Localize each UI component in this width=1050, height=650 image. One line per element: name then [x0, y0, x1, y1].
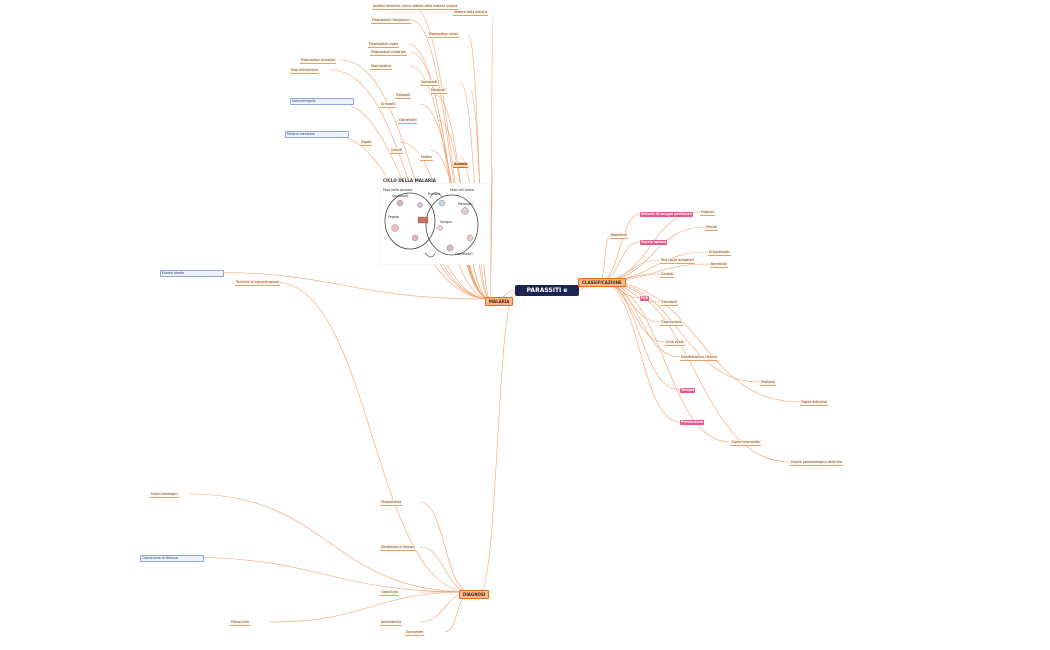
connector-line	[599, 280, 731, 443]
mindmap-node[interactable]: Ectoparassiti	[708, 250, 731, 256]
mindmap-node[interactable]: Ciclo vitale	[665, 340, 685, 346]
connector-line	[411, 5, 491, 300]
diagram-label: Gametociti	[455, 252, 473, 256]
mindmap-node[interactable]: Esame diretto	[160, 270, 224, 277]
diagram-label: Sporozoiti	[392, 194, 408, 198]
mindmap-node[interactable]: Goccia spessa	[640, 239, 668, 245]
mindmap-node[interactable]: Striscio di sangue periferico	[640, 211, 693, 217]
connector-line	[599, 280, 761, 383]
branch-malaria[interactable]: MALARIA	[485, 297, 514, 306]
connector-line	[599, 280, 681, 423]
connector-line	[419, 501, 471, 593]
connector-line	[599, 251, 709, 282]
mindmap-node[interactable]: Plasmodium malariae	[370, 50, 407, 56]
mindmap-node[interactable]: Anemia	[453, 162, 469, 168]
mindmap-node[interactable]: Sporozoiti	[420, 80, 438, 86]
mindmap-node[interactable]: Prevenzione	[680, 419, 705, 425]
mindmap-node[interactable]: Nematodi	[710, 262, 728, 268]
mindmap-node[interactable]: Plasmodium vivax	[428, 32, 460, 38]
diagram-label: Sangue	[440, 220, 452, 224]
mindmap-node[interactable]: Profilassi	[760, 380, 777, 386]
mindmap-node[interactable]: Oocisti	[390, 148, 403, 154]
connector-line	[599, 234, 611, 282]
mindmap-node[interactable]: Plasmodium falciparum	[371, 18, 411, 24]
mindmap-node[interactable]: Protozoi	[700, 210, 715, 216]
mindmap-node[interactable]: Zigote	[360, 140, 373, 146]
mindmap-node[interactable]: Clorochina	[380, 590, 399, 596]
mindmap-node[interactable]: Schizonti	[380, 102, 397, 108]
mindmap-node[interactable]: Trematodi	[660, 300, 678, 306]
mindmap-node[interactable]: Febbre	[420, 155, 433, 161]
mindmap-node[interactable]: Trasmissione	[660, 320, 683, 326]
mindmap-node[interactable]: Plasmodium knowlesi	[300, 58, 337, 64]
mindmap-node[interactable]: Esame parassitologico delle feci	[790, 460, 844, 466]
mindmap-node[interactable]: Ospite definitivo	[800, 400, 829, 406]
diagram-label: Fegato	[388, 215, 399, 219]
malaria-cycle-diagram: Fase nella zanzara Fase nell'uomoFegatoSa…	[380, 183, 485, 265]
mindmap-node[interactable]: Fase eritrocitaria	[290, 68, 319, 74]
mindmap-node[interactable]: Tecniche di concentrazione	[235, 280, 281, 286]
diagram-label: Merozoiti	[458, 202, 473, 206]
root-node[interactable]: PARASSITI e malattia	[515, 285, 579, 305]
mindmap-node[interactable]: Ospite intermedio	[730, 440, 761, 446]
mindmap-node[interactable]: Colorazione di Giemsa	[140, 555, 204, 562]
diagram-title: CICLO DELLA MALARIA	[383, 178, 436, 183]
diagram-label: Fase nell'uomo	[450, 188, 474, 192]
mindmap-node[interactable]: Trofozoiti	[395, 93, 412, 99]
diagram-label: Fase nella zanzara	[383, 188, 412, 192]
mindmap-node[interactable]: Anofele femmina: unico vettore della mal…	[372, 4, 459, 10]
mindmap-node[interactable]: Gametociti	[398, 118, 418, 124]
mindmap-node[interactable]: Elminti	[705, 225, 719, 231]
mindmap-node[interactable]: Plasmodium ovale	[368, 42, 400, 48]
branch-diagnosi[interactable]: DIAGNOSI	[459, 590, 490, 599]
mindmap-node[interactable]: Malaria cerebrale	[285, 131, 349, 138]
connector-line	[179, 556, 471, 593]
diagram-label: Puntura	[428, 192, 440, 196]
connector-line	[599, 280, 801, 403]
mindmap-node[interactable]: PCR	[640, 295, 650, 301]
mindmap-node[interactable]: Merozoiti	[430, 88, 447, 94]
mindmap-node[interactable]: Esami sierologici	[150, 492, 179, 498]
connector-line	[419, 546, 471, 593]
mindmap-node[interactable]: Primachina	[230, 620, 250, 626]
mindmap-node[interactable]: Splenomegalia	[290, 98, 354, 105]
mindmap-node[interactable]: Artemisinina	[380, 620, 403, 626]
mindmap-node[interactable]: Fase epatica	[370, 64, 392, 70]
mindmap-node[interactable]: Resistenza ai farmaci	[380, 545, 416, 551]
connector-line	[489, 11, 494, 300]
connector-line	[199, 271, 491, 300]
branch-classificazione[interactable]: CLASSIFICAZIONE	[578, 278, 626, 287]
connector-line	[274, 281, 471, 593]
connector-line	[269, 591, 471, 623]
mindmap-node[interactable]: Vettore della malaria	[453, 10, 489, 16]
mindmap-node[interactable]: Repellenti	[610, 233, 628, 239]
mindmap-node[interactable]: Zanzariere	[405, 630, 425, 636]
connector-line	[410, 19, 491, 300]
connector-line	[339, 59, 491, 300]
connector-line	[599, 280, 666, 343]
connector-line	[489, 163, 494, 300]
mindmap-node[interactable]: Parassitemia	[380, 500, 403, 506]
connector-line	[479, 291, 516, 593]
connector-line	[599, 280, 791, 463]
mindmap-node[interactable]: Test rapidi antigenici	[660, 258, 696, 264]
mindmap-node[interactable]: Terapia	[680, 387, 696, 393]
connector-line	[189, 493, 471, 593]
mindmap-node[interactable]: Manifestazioni cliniche	[680, 355, 719, 361]
connector-line	[409, 65, 491, 300]
mindmap-node[interactable]: Cestodi	[660, 272, 674, 278]
